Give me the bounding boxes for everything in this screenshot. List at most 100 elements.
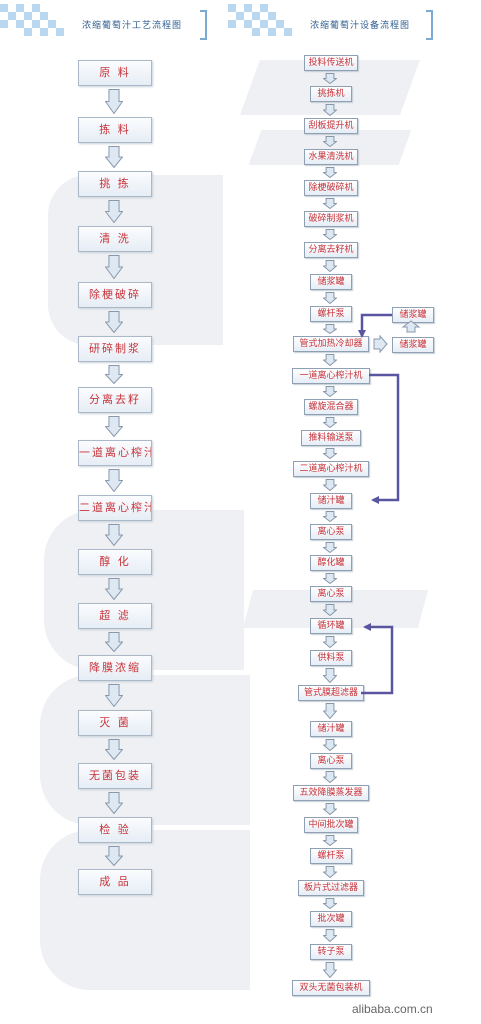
side-tank-upper: 储浆罐 — [392, 307, 434, 323]
down-arrow-icon — [323, 260, 337, 272]
equipment-step: 挑拣机 — [310, 86, 352, 102]
centrifuge-bypass-line — [369, 373, 400, 504]
equipment-step: 供料泵 — [310, 650, 352, 666]
equipment-step: 五效降膜蒸发器 — [293, 785, 369, 801]
down-arrow-icon — [323, 803, 337, 815]
background-band — [48, 175, 223, 345]
header-bracket — [426, 10, 433, 40]
down-arrow-icon — [323, 292, 337, 304]
down-arrow-icon — [323, 229, 337, 240]
process-step: 分离去籽 — [78, 387, 152, 413]
down-arrow-icon — [105, 739, 123, 760]
down-arrow-icon — [323, 136, 337, 147]
equipment-step: 管式加热冷却器 — [293, 336, 369, 352]
tank-right-arrow — [373, 334, 388, 354]
down-arrow-icon — [323, 324, 337, 334]
equipment-step: 水果清洗机 — [304, 149, 358, 165]
equipment-step: 二道离心榨汁机 — [293, 461, 369, 477]
down-arrow-icon — [323, 604, 337, 616]
down-arrow-icon — [105, 792, 123, 814]
down-arrow-icon — [105, 684, 123, 707]
equipment-step: 一道离心榨汁机 — [292, 368, 370, 384]
down-arrow-icon — [323, 703, 337, 719]
process-step: 清 洗 — [78, 226, 152, 252]
down-arrow-icon — [105, 146, 123, 168]
down-arrow-icon — [105, 632, 123, 652]
down-arrow-icon — [105, 524, 123, 546]
down-arrow-icon — [323, 739, 337, 751]
process-step: 醇 化 — [78, 549, 152, 575]
down-arrow-icon — [105, 578, 123, 600]
equipment-step: 循环罐 — [310, 618, 352, 634]
process-step: 成 品 — [78, 869, 152, 895]
down-arrow-icon — [105, 365, 123, 384]
down-arrow-icon — [105, 200, 123, 223]
down-arrow-icon — [323, 417, 337, 428]
equipment-step: 批次罐 — [310, 911, 352, 927]
down-arrow-icon — [323, 511, 337, 522]
process-step: 拣 料 — [78, 117, 152, 143]
down-arrow-icon — [105, 469, 123, 492]
equipment-title: 浓缩葡萄汁设备流程图 — [310, 21, 411, 31]
process-step: 一道离心榨汁 — [78, 440, 152, 466]
equipment-step: 螺旋混合器 — [304, 399, 358, 415]
side-tank-lower: 储浆罐 — [392, 337, 434, 353]
process-step: 除梗破碎 — [78, 282, 152, 308]
equipment-step: 离心泵 — [310, 753, 352, 769]
equipment-step: 中间批次罐 — [304, 817, 358, 833]
down-arrow-icon — [323, 866, 337, 878]
process-step: 无菌包装 — [78, 763, 152, 789]
down-arrow-icon — [323, 962, 337, 978]
background-band — [40, 675, 250, 825]
down-arrow-icon — [323, 354, 337, 366]
equipment-step: 破碎制浆机 — [304, 211, 358, 227]
background-band — [44, 510, 244, 670]
equipment-step: 储汁罐 — [310, 721, 352, 737]
equipment-step: 刮板提升机 — [304, 118, 358, 134]
equipment-step: 板片式过滤器 — [298, 880, 364, 896]
background-band — [40, 830, 250, 990]
down-arrow-icon — [323, 73, 337, 84]
down-arrow-icon — [323, 771, 337, 783]
watermark: alibaba.com.cn — [352, 1002, 433, 1016]
down-arrow-icon — [323, 167, 337, 178]
down-arrow-icon — [323, 479, 337, 491]
down-arrow-icon — [323, 573, 337, 584]
equipment-step: 除梗破碎机 — [304, 180, 358, 196]
equipment-step: 储浆罐 — [310, 274, 352, 290]
equipment-step: 储汁罐 — [310, 493, 352, 509]
equipment-header: 浓缩葡萄汁设备流程图 — [228, 4, 438, 40]
process-step: 挑 拣 — [78, 171, 152, 197]
down-arrow-icon — [105, 846, 123, 866]
equipment-step: 分离去籽机 — [304, 242, 358, 258]
equipment-step: 离心泵 — [310, 524, 352, 540]
equipment-step: 螺杆泵 — [310, 848, 352, 864]
process-step: 二道离心榨汁 — [78, 495, 152, 521]
process-step: 降膜浓缩 — [78, 655, 152, 681]
process-header: 浓缩葡萄汁工艺流程图 — [0, 4, 210, 40]
equipment-step: 离心泵 — [310, 586, 352, 602]
equipment-step: 转子泵 — [310, 944, 352, 960]
down-arrow-icon — [323, 542, 337, 553]
equipment-step: 投料传送机 — [304, 55, 358, 71]
down-arrow-icon — [105, 89, 123, 114]
down-arrow-icon — [323, 386, 337, 397]
equipment-step: 管式膜超滤器 — [298, 685, 364, 701]
down-arrow-icon — [105, 255, 123, 279]
down-arrow-icon — [323, 668, 337, 683]
down-arrow-icon — [323, 929, 337, 942]
ultrafilter-return-line — [361, 623, 394, 695]
process-step: 检 验 — [78, 817, 152, 843]
down-arrow-icon — [323, 898, 337, 909]
down-arrow-icon — [323, 104, 337, 116]
tank-feed-line — [358, 313, 392, 338]
down-arrow-icon — [323, 448, 337, 459]
process-step: 灭 菌 — [78, 710, 152, 736]
equipment-step: 双头无菌包装机 — [292, 980, 370, 996]
process-title: 浓缩葡萄汁工艺流程图 — [82, 21, 183, 31]
equipment-step: 推料输送泵 — [301, 430, 361, 446]
down-arrow-icon — [323, 835, 337, 846]
down-arrow-icon — [323, 636, 337, 648]
header-bracket — [200, 10, 207, 40]
